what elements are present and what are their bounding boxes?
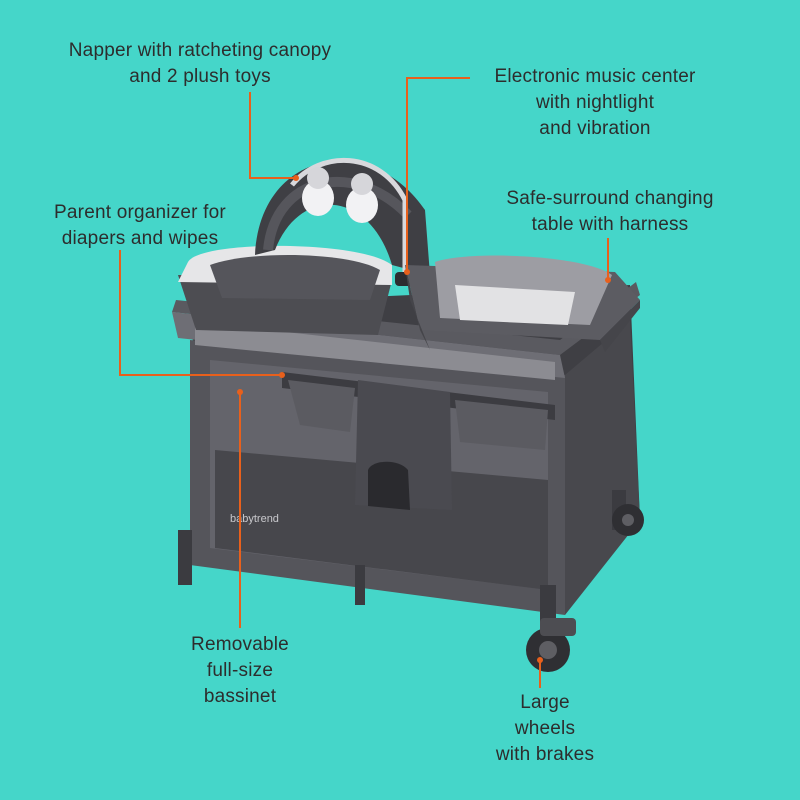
callout-napper: Napper with ratcheting canopy and 2 plus… [68,40,332,87]
callout-changing-table: Safe-surround changing table with harnes… [506,188,714,235]
plush-toy-2 [346,173,378,223]
callout-parent-organizer: Parent organizer for diapers and wipes [54,202,226,249]
callout-wheels: Large wheels with brakes [495,692,595,765]
callout-bassinet: Removable full-size bassinet [191,634,289,707]
napper-bassinet [178,157,430,335]
parent-organizer [282,372,555,510]
leader-lines [119,77,611,688]
brand-logo: babytrend [230,513,279,525]
plush-toy-1 [302,167,334,216]
changing-table [405,255,640,352]
callout-music-center: Electronic music center with nightlight … [494,66,696,139]
wheel-back [612,504,644,536]
wheel-front [526,618,576,672]
